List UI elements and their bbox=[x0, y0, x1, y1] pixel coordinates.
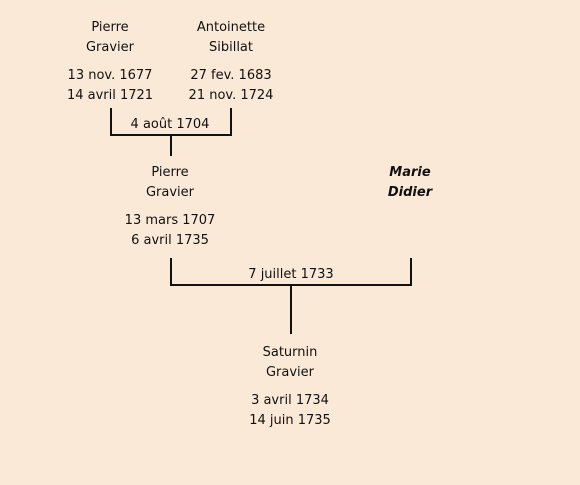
person-antoinette-sibillat: Antoinette Sibillat 27 fev. 1683 21 nov.… bbox=[189, 18, 274, 106]
birth-date: 13 mars 1707 bbox=[124, 213, 216, 228]
first-name: Antoinette bbox=[196, 20, 266, 35]
connector-horizontal bbox=[110, 134, 232, 136]
death-date: 14 avril 1721 bbox=[66, 88, 154, 103]
birth-date: 27 fev. 1683 bbox=[190, 68, 272, 83]
marriage-date-1704: 4 août 1704 bbox=[130, 117, 210, 132]
last-name: Gravier bbox=[265, 365, 315, 380]
first-name: Marie bbox=[389, 165, 431, 180]
marriage-date-1733: 7 juillet 1733 bbox=[248, 267, 334, 282]
person-pierre-gravier-junior: Pierre Gravier 13 mars 1707 6 avril 1735 bbox=[125, 163, 216, 251]
death-date: 6 avril 1735 bbox=[131, 233, 209, 248]
last-name: Gravier bbox=[145, 185, 195, 200]
person-marie-didier: Marie Didier bbox=[388, 163, 432, 203]
birth-date: 13 nov. 1677 bbox=[67, 68, 153, 83]
death-date: 14 juin 1735 bbox=[249, 413, 331, 428]
first-name: Pierre bbox=[151, 165, 189, 180]
first-name: Saturnin bbox=[262, 345, 318, 360]
connector-descent bbox=[170, 136, 172, 156]
connector-right-vertical bbox=[410, 258, 412, 286]
last-name: Didier bbox=[387, 185, 433, 200]
connector-left-vertical bbox=[170, 258, 172, 286]
person-saturnin-gravier: Saturnin Gravier 3 avril 1734 14 juin 17… bbox=[249, 343, 331, 431]
first-name: Pierre bbox=[91, 20, 129, 35]
connector-descent bbox=[290, 286, 292, 334]
connector-horizontal bbox=[170, 284, 412, 286]
connector-left-vertical bbox=[110, 108, 112, 136]
last-name: Sibillat bbox=[208, 40, 253, 55]
death-date: 21 nov. 1724 bbox=[188, 88, 274, 103]
last-name: Gravier bbox=[85, 40, 135, 55]
person-pierre-gravier-senior: Pierre Gravier 13 nov. 1677 14 avril 172… bbox=[67, 18, 153, 106]
connector-right-vertical bbox=[230, 108, 232, 136]
birth-date: 3 avril 1734 bbox=[251, 393, 329, 408]
